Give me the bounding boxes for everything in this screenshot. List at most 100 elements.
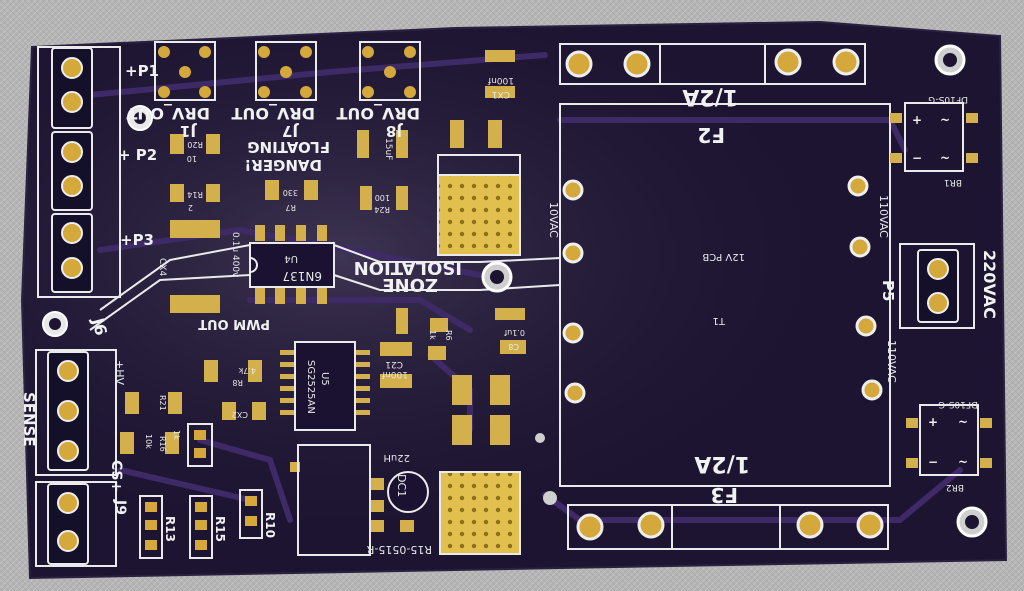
label-p2: + P2 bbox=[118, 146, 157, 164]
label-j9: J9 bbox=[112, 499, 128, 515]
thermal-pad-top bbox=[437, 174, 521, 256]
svg-text:~: ~ bbox=[940, 113, 950, 127]
label-cx2: CX2 bbox=[232, 410, 248, 419]
label-r8-val: 4.7k bbox=[238, 366, 256, 375]
bridge-rectifier-br1 bbox=[890, 102, 978, 172]
label-dc1-part: R15-0515-R bbox=[366, 543, 432, 556]
label-floating: FLOATING bbox=[247, 138, 330, 156]
label-r16: R16 bbox=[158, 436, 167, 452]
label-j1: J1 bbox=[180, 122, 197, 140]
label-pwm-out: PWM OUT bbox=[198, 316, 270, 331]
label-zone: ZONE bbox=[382, 274, 438, 295]
label-p3: +P3 bbox=[120, 231, 154, 249]
label-c21: C21 bbox=[385, 359, 403, 369]
label-f3-rating: 1/2A bbox=[694, 451, 750, 476]
label-r6-val: 1k bbox=[428, 330, 437, 340]
label-cx1-val: 100nf bbox=[487, 75, 514, 85]
label-r24-val: 100 bbox=[375, 193, 390, 202]
label-c21-val: 100nf bbox=[381, 369, 408, 379]
ic-u5 bbox=[280, 341, 370, 431]
terminal-p5 bbox=[899, 243, 975, 329]
label-j7: J7 bbox=[282, 122, 299, 140]
svg-text:+: + bbox=[912, 113, 922, 127]
label-r8: R8 bbox=[232, 378, 243, 387]
rectifier-symbols: + − ~ ~ + − ~ ~ bbox=[912, 113, 968, 469]
label-t1: T1 bbox=[713, 315, 726, 326]
smd-pads bbox=[120, 50, 526, 532]
silkscreen-labels: +P1 + P2 +P3 DRV_OUT DRV_OUT DRV_OUT J1 … bbox=[20, 62, 999, 556]
label-df10s-1: DF10S-G bbox=[928, 94, 968, 104]
label-sense: SENSE bbox=[20, 392, 38, 447]
label-r6: R6 bbox=[444, 330, 453, 341]
label-r24: R24 bbox=[374, 205, 390, 214]
label-r14-val: 2 bbox=[188, 203, 193, 212]
label-dc1: DC1 bbox=[395, 474, 408, 497]
label-r16-1k: 1k bbox=[172, 430, 181, 440]
label-c8: C8 bbox=[508, 342, 519, 351]
label-r13: R13 bbox=[163, 516, 177, 542]
label-r20: R20 bbox=[187, 140, 203, 149]
mounting-holes bbox=[535, 44, 988, 538]
inductor-dc1 bbox=[387, 471, 429, 513]
svg-text:+: + bbox=[928, 415, 938, 429]
label-j6: J6 bbox=[88, 315, 111, 337]
thermal-pad-bottom bbox=[439, 471, 521, 555]
fuse-holder-f3 bbox=[567, 504, 889, 550]
label-cx4: CX4 bbox=[157, 258, 167, 276]
label-110vac-b: 110VAC bbox=[885, 340, 898, 383]
label-drv3: DRV_OUT bbox=[336, 104, 420, 123]
label-f3: F3 bbox=[710, 483, 738, 507]
label-cx4-val: 0.1u 400v bbox=[230, 232, 240, 278]
label-u5: U5 bbox=[319, 372, 330, 386]
label-c8-val: 0.1uf bbox=[504, 328, 525, 337]
label-r7: R7 bbox=[285, 203, 296, 212]
label-u5-part: SG2525AN bbox=[305, 360, 316, 414]
label-cap15: 15uF bbox=[383, 138, 393, 160]
label-r15: R15 bbox=[213, 516, 227, 542]
fuse-holder-f2 bbox=[559, 43, 866, 85]
label-r14: R14 bbox=[187, 190, 203, 199]
svg-text:~: ~ bbox=[958, 455, 968, 469]
dcdc-module bbox=[297, 444, 371, 556]
bridge-rectifier-br2 bbox=[906, 404, 992, 476]
label-cx1: CX1 bbox=[492, 89, 510, 99]
pcb-glare bbox=[22, 22, 1006, 578]
drv-out-headers bbox=[154, 41, 421, 101]
label-r20-val: 10 bbox=[187, 154, 197, 163]
label-l22: 22uH bbox=[383, 452, 410, 463]
label-danger: DANGER! bbox=[244, 156, 322, 174]
label-j8: J8 bbox=[386, 122, 403, 140]
label-df10s-2: DF10S-G bbox=[938, 399, 978, 409]
svg-text:~: ~ bbox=[958, 415, 968, 429]
ic-u4 bbox=[249, 242, 335, 288]
label-u4-part: 6N137 bbox=[282, 269, 322, 283]
transformer-t1-outline bbox=[559, 103, 891, 487]
label-pcb12v: 12V PCB bbox=[702, 251, 745, 262]
label-isolation: ISOLATION bbox=[354, 257, 462, 278]
label-220vac: 220VAC bbox=[980, 250, 999, 319]
left-terminal-blocks bbox=[35, 46, 153, 567]
isolation-zone-lines bbox=[89, 244, 561, 331]
label-hv: +HV bbox=[113, 360, 126, 385]
label-p5: P5 bbox=[879, 280, 897, 301]
label-r10: R10 bbox=[263, 512, 277, 538]
label-u4: U4 bbox=[284, 253, 298, 264]
label-drv1: DRV_OUT bbox=[126, 104, 210, 123]
bottom-headers bbox=[139, 423, 263, 559]
label-br1: BR1 bbox=[944, 177, 962, 187]
label-p1: +P1 bbox=[125, 62, 159, 80]
label-110vac-a: 110VAC bbox=[877, 195, 890, 238]
label-f2-rating: 1/2A bbox=[682, 84, 738, 109]
label-10vac: 10VAC bbox=[547, 202, 560, 238]
transformer-pins bbox=[562, 175, 883, 404]
svg-text:−: − bbox=[912, 151, 922, 165]
label-drv2: DRV_OUT bbox=[231, 104, 315, 123]
label-f2: F2 bbox=[697, 123, 725, 147]
label-r16-val: 10k bbox=[144, 434, 153, 449]
label-cs: CS+ bbox=[108, 460, 124, 492]
label-br2: BR2 bbox=[946, 482, 964, 492]
label-r7-val: 330 bbox=[283, 188, 298, 197]
svg-text:~: ~ bbox=[940, 151, 950, 165]
label-r21: R21 bbox=[158, 395, 167, 411]
